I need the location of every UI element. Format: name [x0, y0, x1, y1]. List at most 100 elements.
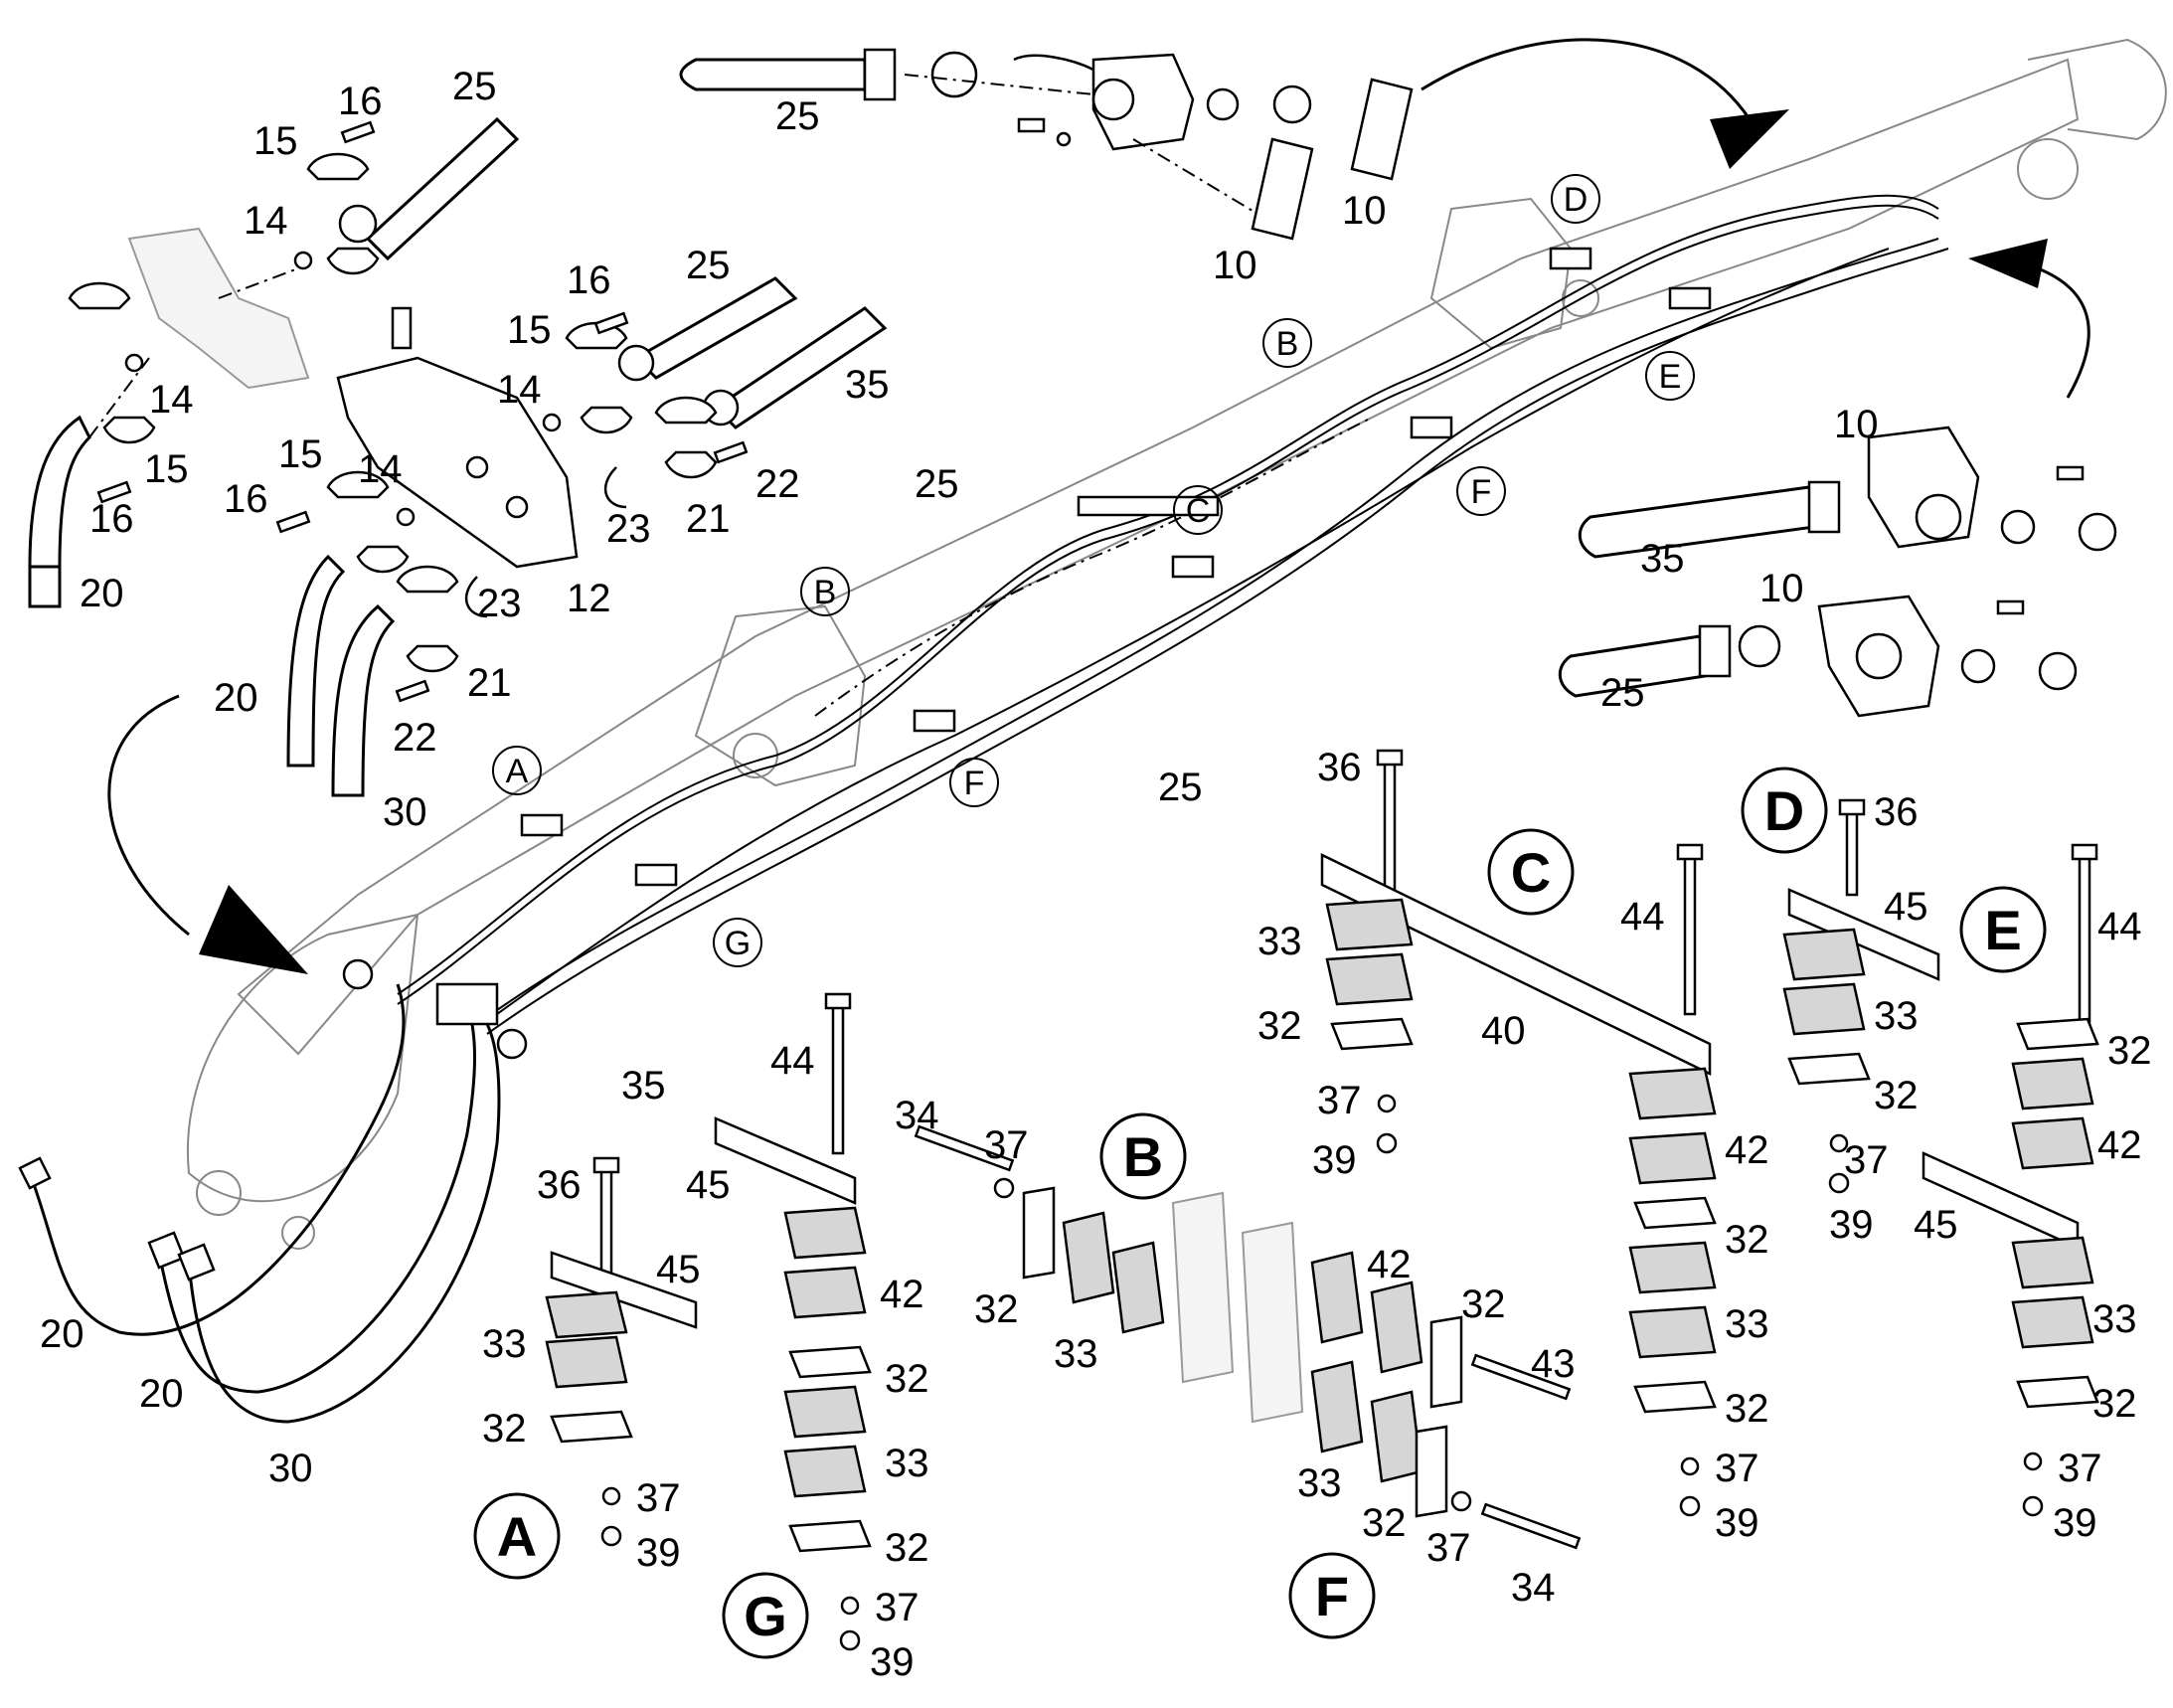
callout-44: 44: [1620, 895, 1665, 939]
bolt-22-a: [713, 440, 749, 464]
callout-21: 21: [686, 497, 731, 541]
callout-16: 16: [338, 80, 383, 123]
callout-37: 37: [1426, 1526, 1471, 1570]
callout-32: 32: [1461, 1282, 1506, 1326]
callout-14: 14: [149, 378, 194, 422]
detail-label-a: A: [497, 1505, 537, 1568]
callout-25: 25: [775, 94, 820, 138]
callout-33: 33: [1297, 1461, 1342, 1505]
hose-20-mid-left: [286, 554, 346, 768]
callout-32: 32: [1725, 1218, 1769, 1262]
detail-stack-f: [1241, 1221, 1582, 1550]
callout-23: 23: [606, 507, 651, 551]
callout-42: 42: [1725, 1128, 1769, 1172]
callout-36: 36: [537, 1163, 582, 1207]
plate-32-c-3: [1633, 1380, 1717, 1414]
callout-32: 32: [1725, 1387, 1769, 1431]
callout-15: 15: [144, 447, 189, 491]
port-right-lower: [1855, 632, 1903, 680]
hose-run-35-lower-b: [486, 248, 1949, 1035]
plate-32-c-2: [1633, 1196, 1717, 1230]
boom-outline: [237, 58, 2080, 1056]
bracket-port: [1091, 78, 1135, 121]
manifold-bolt: [391, 306, 413, 350]
callout-12: 12: [567, 577, 611, 620]
callout-39: 39: [1312, 1138, 1357, 1182]
boom-clamp-g: [634, 863, 678, 887]
flange-half-15-h: [356, 545, 410, 574]
part-callouts: 16 15 25 14 14 15 16 20 16 15 25 14 35 1…: [40, 65, 2152, 1684]
boom-bracket-b1: [694, 604, 867, 787]
bolt-36-d-head: [1838, 798, 1866, 816]
clamp-33-e-2: [2011, 1295, 2094, 1349]
o-ring-14-a: [293, 251, 313, 270]
callout-15: 15: [253, 119, 298, 163]
clamp-33-g-1: [783, 1385, 867, 1439]
bolt-44-e: [2078, 853, 2091, 1026]
screw-right-upper: [2056, 465, 2085, 481]
detail-label-b: B: [1123, 1125, 1163, 1188]
detail-label-g: G: [744, 1585, 787, 1647]
clamp-42-e-1: [2011, 1057, 2094, 1110]
hose-20-top-left: [28, 415, 91, 569]
boom-label-a: A: [506, 753, 529, 790]
arrow-left-head: [199, 885, 308, 974]
callout-21: 21: [467, 661, 512, 705]
bolt-16-d: [275, 510, 311, 534]
callout-42: 42: [1367, 1243, 1412, 1286]
callout-37: 37: [984, 1123, 1029, 1167]
plate-32-g-2: [788, 1519, 872, 1553]
callout-37: 37: [1844, 1138, 1889, 1182]
boom-label-g: G: [725, 925, 751, 962]
detail-stack-b: [914, 1124, 1235, 1384]
callout-32: 32: [1362, 1501, 1407, 1545]
callout-45: 45: [1884, 885, 1928, 929]
adapter-right-lower: [1738, 624, 1781, 668]
plate-32-a: [550, 1410, 633, 1444]
hose-25-fitting: [338, 204, 378, 244]
callout-36: 36: [1317, 746, 1362, 789]
screw-small: [1017, 117, 1046, 133]
clamp-42-e-2: [2011, 1116, 2094, 1170]
detail-stack-c: [1320, 749, 1717, 1517]
flange-half-15-f: [580, 406, 633, 434]
bolt-36-c-head: [1376, 749, 1404, 767]
plate-32-e-1: [2016, 1017, 2099, 1051]
hose-20-end-a: [18, 1156, 52, 1190]
hose-25-top-center: [679, 58, 867, 91]
callout-37: 37: [875, 1586, 919, 1629]
plate-10-b: [1350, 78, 1414, 181]
callout-35: 35: [1640, 537, 1685, 581]
hose-20-lower-b: [157, 1003, 476, 1394]
clamp-42-f-1: [1310, 1251, 1364, 1344]
hose-20-top-left-body: [28, 565, 62, 608]
leader-line-2: [88, 357, 150, 438]
washer-37-g: [840, 1596, 860, 1616]
rail-b: [1171, 1191, 1235, 1384]
callout-32: 32: [885, 1526, 929, 1570]
hose-25-mid-fitting: [617, 344, 655, 382]
clamp-33-c-1: [1325, 898, 1414, 951]
flange-half-15-d: [102, 416, 156, 444]
plate-32-e-2: [2016, 1375, 2099, 1409]
washer-37-e: [2023, 1452, 2043, 1471]
callout-40: 40: [1481, 1009, 1526, 1053]
bolt-44-c: [1683, 853, 1697, 1016]
boom-clamp-a: [520, 813, 564, 837]
boom-far-end: [2027, 38, 2167, 141]
callout-32: 32: [974, 1287, 1019, 1331]
callout-10: 10: [1759, 567, 1804, 610]
boom-label-f1: F: [964, 765, 985, 802]
callout-37: 37: [636, 1476, 681, 1520]
hose-30-mid-left: [331, 603, 396, 797]
boom-pivot-hole-2: [281, 1216, 315, 1250]
bolt-44-g-head: [824, 992, 852, 1010]
callout-15: 15: [507, 308, 552, 352]
detail-label-c: C: [1511, 841, 1551, 904]
hose-35-right-nut: [1807, 480, 1841, 534]
boom-fitting-1: [342, 958, 374, 990]
callout-32: 32: [1874, 1074, 1919, 1117]
callout-36: 36: [1874, 790, 1919, 834]
clamp-33-f-1: [1310, 1360, 1364, 1453]
callout-42: 42: [2097, 1123, 2142, 1167]
